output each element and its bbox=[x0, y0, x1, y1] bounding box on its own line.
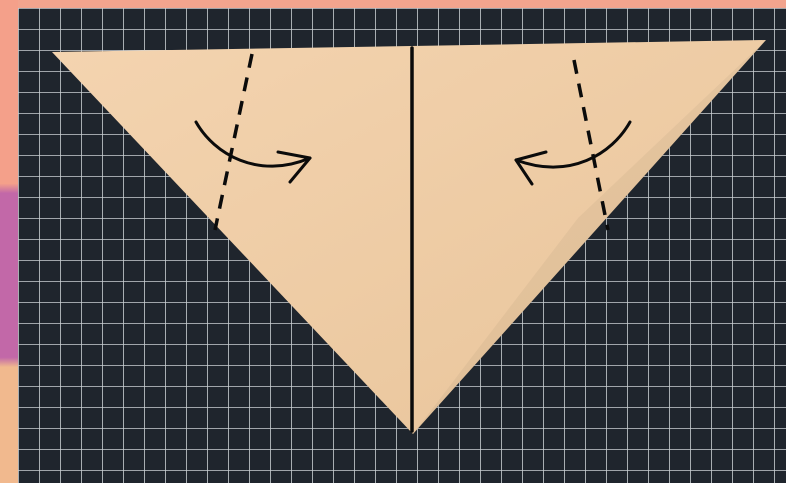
photo bbox=[18, 8, 786, 483]
decorative-frame-strip bbox=[0, 0, 18, 483]
photo-canvas bbox=[18, 8, 786, 483]
